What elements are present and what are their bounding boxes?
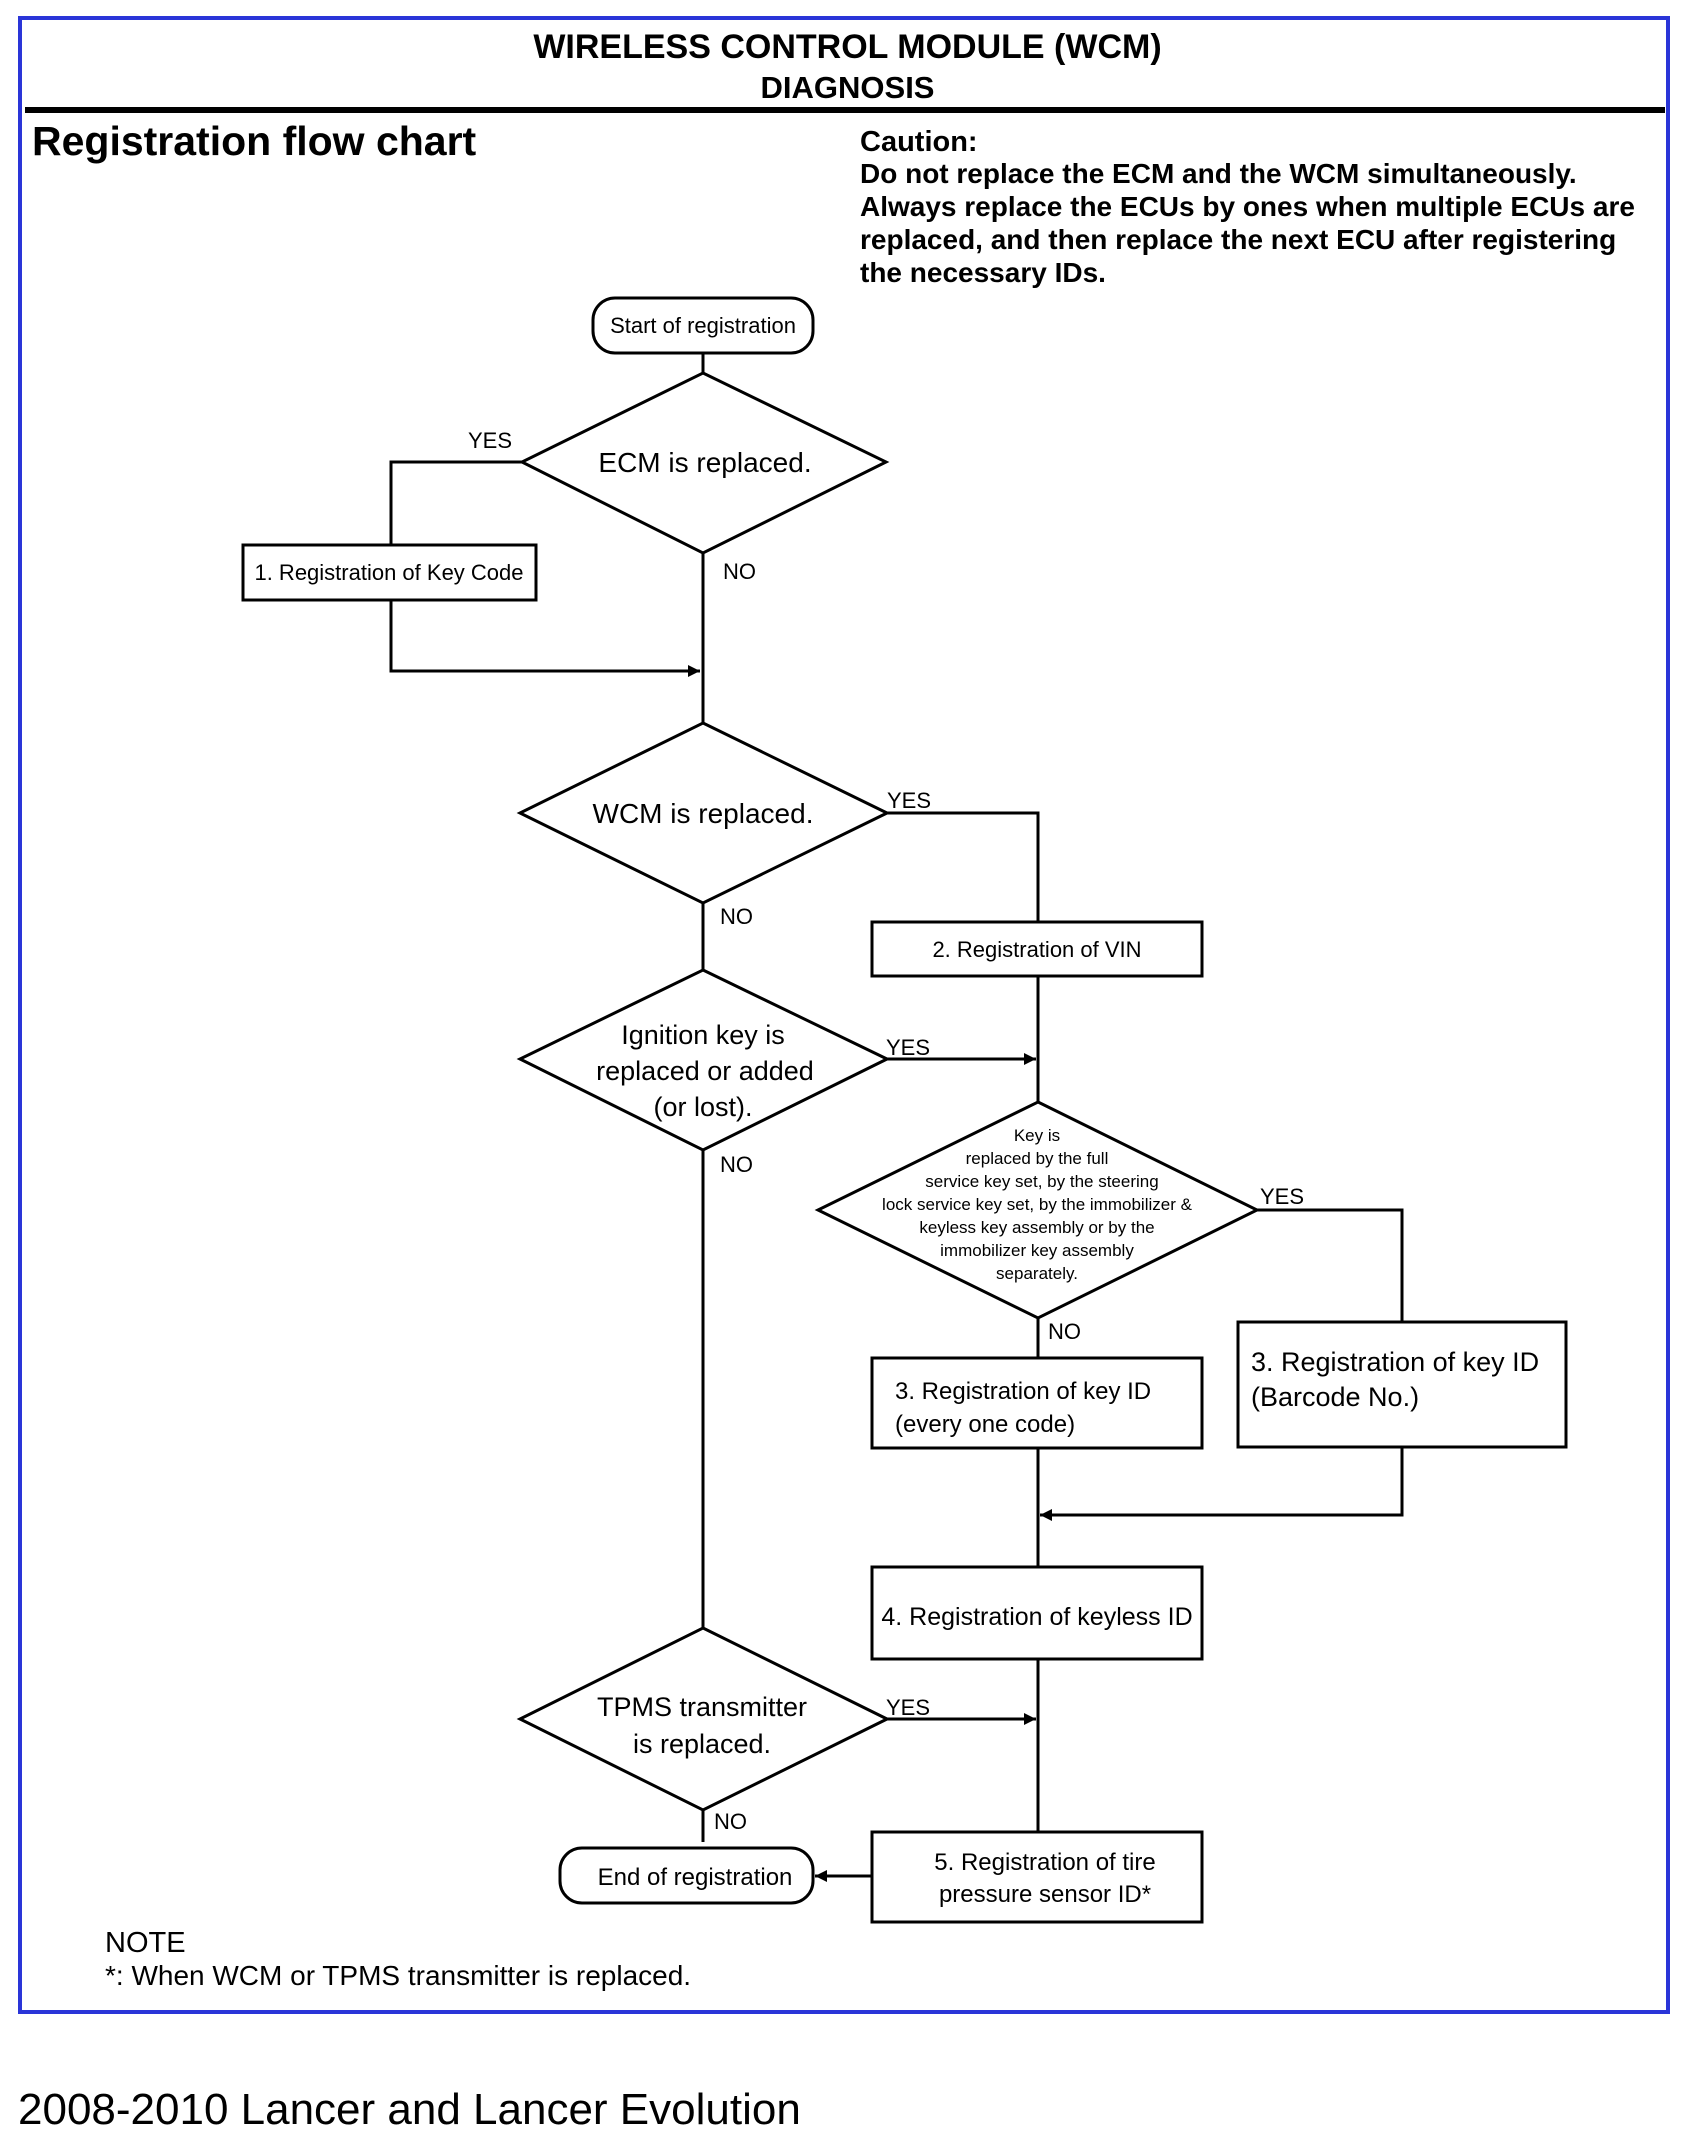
key-set-decision-diamond xyxy=(814,1100,1261,1320)
key-decision-line: immobilizer key assembly xyxy=(940,1241,1134,1260)
step3-key-id-barcode-box xyxy=(1236,1320,1568,1449)
ignition-decision-line: Ignition key is xyxy=(621,1020,785,1050)
ignition-decision-line: replaced or added xyxy=(596,1056,814,1086)
step3a-line: (every one code) xyxy=(895,1411,1075,1438)
yes-label: YES xyxy=(886,1035,930,1060)
caution-heading: Caution: xyxy=(860,126,978,158)
step2-label: 2. Registration of VIN xyxy=(932,937,1141,962)
no-label: NO xyxy=(723,559,756,584)
no-label: NO xyxy=(1048,1319,1081,1344)
yes-label: YES xyxy=(887,788,931,813)
step5-tire-sensor-id-box xyxy=(870,1830,1204,1924)
end-terminator xyxy=(558,1846,815,1905)
step3a-line: 3. Registration of key ID xyxy=(895,1378,1151,1405)
step1-label: 1. Registration of Key Code xyxy=(254,560,523,585)
caution-line: replaced, and then replace the next ECU … xyxy=(860,224,1617,255)
key-decision-line: Key is xyxy=(1014,1126,1060,1145)
note-heading: NOTE xyxy=(105,1927,186,1959)
key-decision-line: replaced by the full xyxy=(966,1149,1109,1168)
end-label: End of registration xyxy=(598,1864,793,1891)
caution-line: the necessary IDs. xyxy=(860,257,1106,288)
no-label: NO xyxy=(720,1152,753,1177)
caution-line: Do not replace the ECM and the WCM simul… xyxy=(860,158,1577,189)
caution-line: Always replace the ECUs by ones when mul… xyxy=(860,191,1635,222)
step1-key-code-box xyxy=(241,543,538,602)
yes-label: YES xyxy=(468,428,512,453)
connector-lines xyxy=(389,353,1404,1882)
step4-label: 4. Registration of keyless ID xyxy=(881,1603,1192,1631)
tpms-decision-diamond xyxy=(516,1626,891,1812)
header-divider xyxy=(25,107,1665,113)
key-decision-line: separately. xyxy=(996,1264,1078,1283)
wcm-decision-label: WCM is replaced. xyxy=(593,798,814,829)
ecm-decision-label: ECM is replaced. xyxy=(598,447,811,478)
step3-key-id-every-code-box xyxy=(870,1356,1204,1450)
note-text: *: When WCM or TPMS transmitter is repla… xyxy=(105,1960,692,1991)
wcm-decision-diamond xyxy=(516,721,891,905)
key-decision-line: keyless key assembly or by the xyxy=(919,1218,1154,1237)
key-decision-line: lock service key set, by the immobilizer… xyxy=(882,1195,1193,1214)
footer-model-caption: 2008-2010 Lancer and Lancer Evolution xyxy=(18,2085,801,2134)
page-subtitle: DIAGNOSIS xyxy=(760,70,935,105)
tpms-decision-line: TPMS transmitter xyxy=(597,1692,807,1722)
start-terminator xyxy=(591,296,815,355)
step5-line: pressure sensor ID* xyxy=(939,1881,1151,1908)
step5-line: 5. Registration of tire xyxy=(934,1849,1155,1876)
step4-keyless-id-box xyxy=(870,1565,1204,1661)
no-label: NO xyxy=(714,1809,747,1834)
ecm-decision-diamond xyxy=(518,371,890,555)
ignition-decision-line: (or lost). xyxy=(653,1092,752,1122)
step2-vin-box xyxy=(870,920,1204,978)
key-decision-line: service key set, by the steering xyxy=(925,1172,1158,1191)
tpms-decision-line: is replaced. xyxy=(633,1729,771,1759)
start-label: Start of registration xyxy=(610,313,796,338)
section-title: Registration flow chart xyxy=(32,118,477,164)
page-title: WIRELESS CONTROL MODULE (WCM) xyxy=(533,28,1162,66)
yes-label: YES xyxy=(886,1695,930,1720)
no-label: NO xyxy=(720,904,753,929)
step3b-line: 3. Registration of key ID xyxy=(1251,1347,1539,1377)
step3b-line: (Barcode No.) xyxy=(1251,1382,1419,1412)
ignition-key-decision-diamond xyxy=(516,968,891,1152)
diagnosis-page-frame xyxy=(18,16,1670,2014)
yes-label: YES xyxy=(1260,1184,1304,1209)
